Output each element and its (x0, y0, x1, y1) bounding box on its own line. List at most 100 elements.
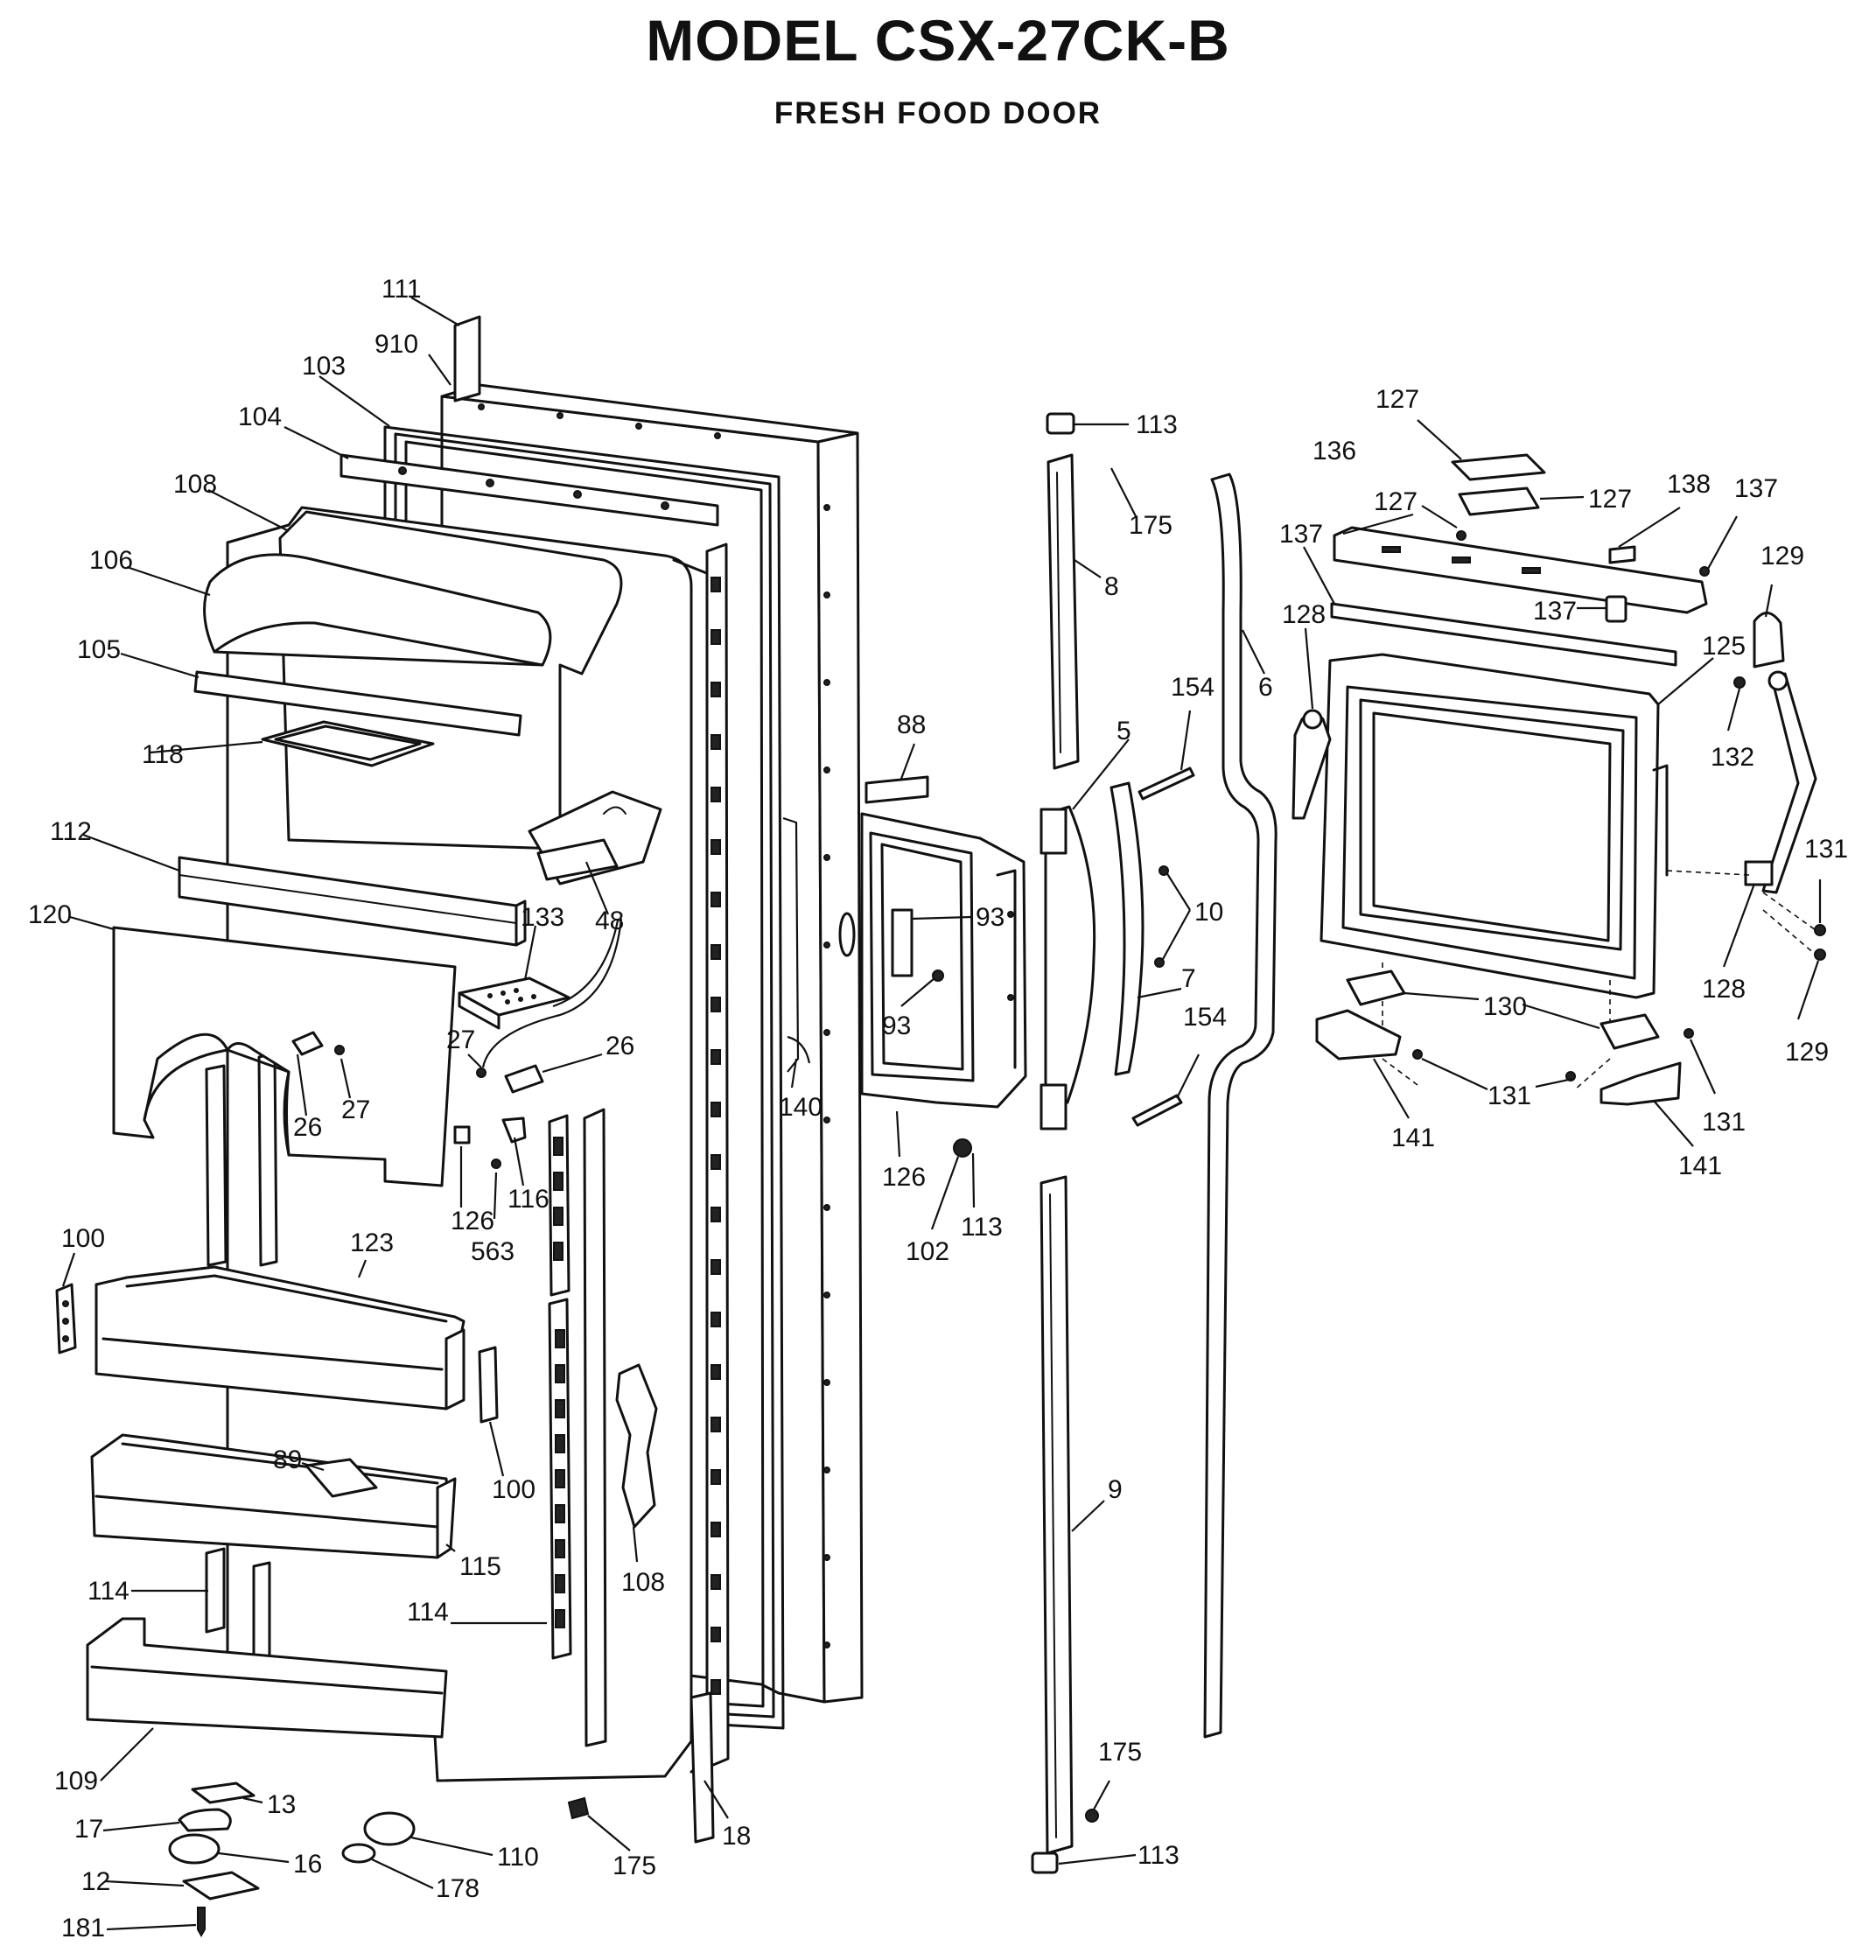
callout-26-left: 26 (293, 1113, 322, 1142)
drip-tray-133 (458, 976, 570, 1030)
callout-10: 10 (1194, 898, 1223, 927)
callout-140: 140 (779, 1093, 822, 1122)
cap-129-top (1753, 612, 1785, 668)
callout-137-left: 137 (1279, 520, 1323, 549)
callout-178: 178 (436, 1874, 480, 1903)
callout-127-left: 127 (1374, 487, 1418, 516)
screw-93 (932, 970, 944, 982)
clip-137 (1605, 595, 1628, 623)
divider-89 (304, 1458, 378, 1498)
linkage-128-left (1292, 709, 1332, 820)
callout-154-upper: 154 (1171, 673, 1214, 702)
callout-126-mid: 126 (882, 1163, 926, 1192)
door-bin-123 (94, 1265, 466, 1410)
callout-108-lower: 108 (621, 1568, 665, 1597)
callout-106: 106 (89, 546, 133, 575)
callout-88: 88 (897, 710, 926, 739)
screw-131-left (1412, 1049, 1423, 1060)
callout-125: 125 (1702, 632, 1746, 661)
screw-154-bottom (1131, 1094, 1183, 1127)
callout-labels: 111 910 103 104 108 106 105 118 112 120 … (28, 275, 1848, 1942)
hinge-bracket-12 (182, 1871, 260, 1900)
callout-48: 48 (595, 906, 624, 935)
callout-137-right: 137 (1734, 474, 1778, 503)
callout-7: 7 (1181, 964, 1196, 993)
feeder-door-125 (1320, 653, 1669, 999)
callout-16: 16 (293, 1850, 322, 1879)
screw-563 (491, 1158, 501, 1169)
callout-12: 12 (81, 1867, 110, 1896)
callout-5: 5 (1116, 717, 1131, 746)
hinge-141-right (1600, 1061, 1682, 1106)
callout-26-right: 26 (606, 1032, 634, 1060)
callout-114-left: 114 (88, 1577, 130, 1606)
screw-137-top (1699, 566, 1710, 577)
screw-27-right (476, 1068, 486, 1078)
callout-123: 123 (350, 1228, 394, 1257)
callout-100-left: 100 (61, 1224, 105, 1253)
callout-17: 17 (74, 1815, 103, 1844)
callout-127-top: 127 (1376, 385, 1419, 414)
callout-141-left: 141 (1391, 1124, 1435, 1152)
plug-102 (953, 1138, 972, 1158)
shelf-rail-112 (178, 856, 527, 947)
callout-175-bottom: 175 (612, 1852, 656, 1880)
dairy-door-106 (203, 553, 552, 667)
callout-114-right: 114 (407, 1598, 449, 1627)
hinge-141-left (1315, 1009, 1402, 1060)
callout-111: 111 (382, 275, 422, 304)
callout-89: 89 (273, 1446, 302, 1474)
hinge-screw-181 (197, 1907, 206, 1938)
callout-138: 138 (1667, 470, 1711, 499)
callout-131-mid: 131 (1488, 1082, 1531, 1110)
callout-13: 13 (267, 1790, 296, 1819)
linkage-128-right (1744, 670, 1817, 894)
callout-104: 104 (238, 402, 282, 431)
end-cap-113-bottom (1031, 1852, 1059, 1874)
shelf-bracket-100-right (478, 1346, 499, 1424)
cover-127-lower (1458, 486, 1540, 516)
callout-112: 112 (50, 817, 92, 846)
screw-27-left (334, 1045, 345, 1055)
callout-126-left: 126 (451, 1207, 494, 1236)
dispenser-frame-assembly (860, 812, 1027, 1109)
callout-130: 130 (1483, 992, 1527, 1021)
screw-129-lower (1814, 948, 1826, 961)
leader-lines (61, 297, 1822, 1931)
top-trim-strip (340, 453, 719, 527)
hinge-bracket-130-left (1346, 970, 1406, 1006)
callout-131-right: 131 (1702, 1108, 1746, 1137)
screw-154-top (1138, 766, 1195, 801)
screw-175-bottom (567, 1796, 590, 1820)
thermostat-140 (782, 816, 811, 1073)
callout-175-lower: 175 (1098, 1738, 1142, 1767)
door-gasket-strip-6 (1203, 472, 1278, 1739)
callout-100-right: 100 (492, 1475, 536, 1504)
callout-110: 110 (497, 1843, 539, 1872)
hinge-cam-17 (178, 1808, 232, 1832)
screw-127 (1456, 530, 1466, 541)
spring-bar-137 (1330, 602, 1677, 667)
callout-133: 133 (521, 903, 564, 932)
cover-127-top (1451, 453, 1546, 481)
door-bin-109 (86, 1617, 448, 1739)
handle-gasket-7 (1110, 781, 1144, 1076)
callout-6: 6 (1258, 673, 1273, 702)
diagram-subtitle: FRESH FOOD DOOR (774, 96, 1102, 130)
shelf-bracket-100-left (55, 1283, 77, 1354)
callout-118: 118 (142, 740, 184, 769)
callout-113-mid: 113 (961, 1213, 1003, 1242)
cap-110 (363, 1811, 416, 1846)
callout-128-right: 128 (1702, 975, 1746, 1004)
callout-131-upper-right: 131 (1804, 835, 1848, 864)
screw-132 (1733, 676, 1746, 689)
door-frame-136 (1333, 526, 1708, 614)
callout-132: 132 (1711, 743, 1754, 772)
clip-26-right (504, 1064, 544, 1094)
control-housing-48 (528, 790, 662, 886)
callout-120: 120 (28, 900, 72, 929)
bracket-88 (864, 775, 929, 804)
callout-108-upper: 108 (173, 470, 217, 499)
callout-129-top: 129 (1760, 542, 1804, 570)
